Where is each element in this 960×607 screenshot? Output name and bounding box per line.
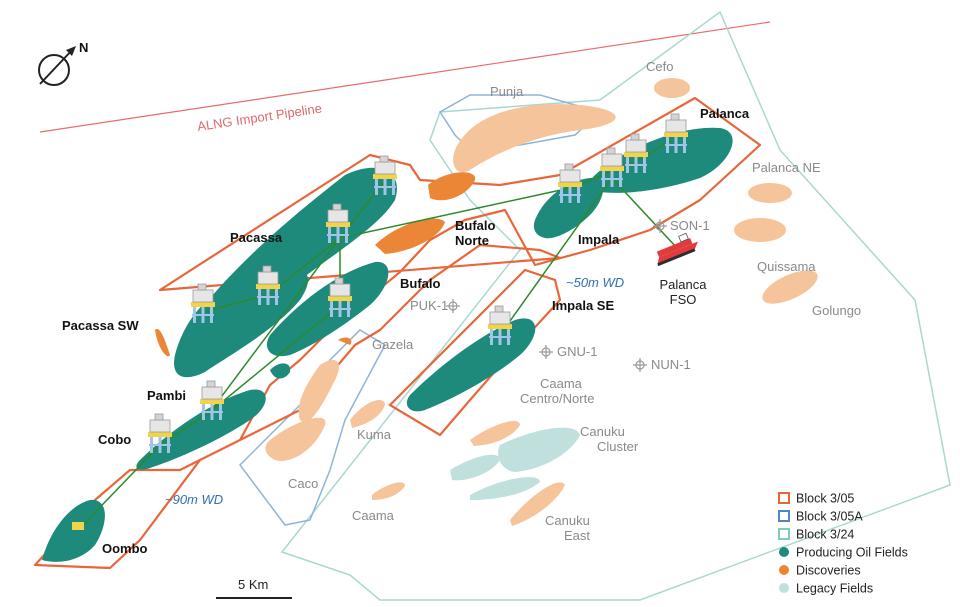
field-label-punja: Punja (490, 84, 524, 99)
field-label-cobo: Cobo (98, 432, 131, 447)
field-label-golungo: Golungo (812, 303, 861, 318)
legend-label: Discoveries (796, 564, 861, 578)
field-label-kuma: Kuma (357, 427, 392, 442)
legend-swatch (778, 492, 790, 504)
legend-swatch (778, 528, 790, 540)
legend-label: Legacy Fields (796, 582, 873, 596)
block-3-05a-north-boundary (438, 94, 602, 151)
platform-icon (327, 277, 353, 318)
legend-swatch (779, 547, 789, 557)
field-label-palanca: Palanca (700, 106, 750, 121)
fso-vessel-icon (656, 232, 699, 267)
field-label-caama: Caama (352, 508, 395, 523)
platform-icon (663, 113, 689, 154)
scale-bar-label: 5 Km (238, 577, 268, 592)
legend-label: Block 3/05 (796, 492, 854, 506)
legend-label: Block 3/24 (796, 528, 854, 542)
alng-pipeline (39, 21, 771, 133)
compass-north-label: N (79, 40, 88, 55)
other-fields (265, 78, 818, 526)
well-label-gnu-1: GNU-1 (557, 344, 597, 359)
legacy-fields (450, 427, 580, 500)
platform-icon (557, 163, 583, 204)
field-label-pacassa-sw: Pacassa SW (62, 318, 139, 333)
legend-label: Producing Oil Fields (796, 546, 908, 560)
water-depth-shallow: ~50m WD (566, 275, 624, 290)
well-icon (632, 357, 648, 373)
field-label-caco: Caco (288, 476, 318, 491)
field-label-oombo: Oombo (102, 541, 148, 556)
field-label-quissama: Quissama (757, 259, 816, 274)
platforms (72, 113, 689, 530)
field-label-impala-se: Impala SE (552, 298, 614, 313)
legend-swatch (779, 583, 789, 593)
well-label-puk-1: PUK-1 (410, 298, 448, 313)
well-label-son-1: SON-1 (670, 218, 710, 233)
legend-label: Block 3/05A (796, 510, 863, 524)
platform-icon (325, 203, 351, 244)
platform-icon (487, 305, 513, 346)
discoveries (155, 172, 476, 357)
field-label-impala: Impala (578, 232, 620, 247)
oombo-buoy-icon (72, 522, 84, 530)
field-label-gazela: Gazela (372, 337, 414, 352)
field-label-pacassa: Pacassa (230, 230, 283, 245)
field-label-pambi: Pambi (147, 388, 186, 403)
platform-icon (199, 380, 225, 421)
field-label-bufalo: Bufalo (400, 276, 441, 291)
well-icon (538, 344, 554, 360)
water-depth-deep: ~90m WD (165, 492, 223, 507)
well-label-nun-1: NUN-1 (651, 357, 691, 372)
field-label-cefo: Cefo (646, 59, 673, 74)
legend-swatch (778, 510, 790, 522)
platform-icon (623, 133, 649, 174)
legend-swatch (779, 565, 789, 575)
platform-icon (255, 265, 281, 306)
fso-label-line1: Palanca (660, 277, 708, 292)
platform-icon (190, 283, 216, 324)
platform-icon (599, 147, 625, 188)
field-label-palanca-ne: Palanca NE (752, 160, 821, 175)
platform-icon (372, 155, 398, 196)
fso-label-line2: FSO (670, 292, 697, 307)
platform-icon (147, 413, 173, 454)
north-arrow-compass-icon: N (38, 40, 88, 86)
